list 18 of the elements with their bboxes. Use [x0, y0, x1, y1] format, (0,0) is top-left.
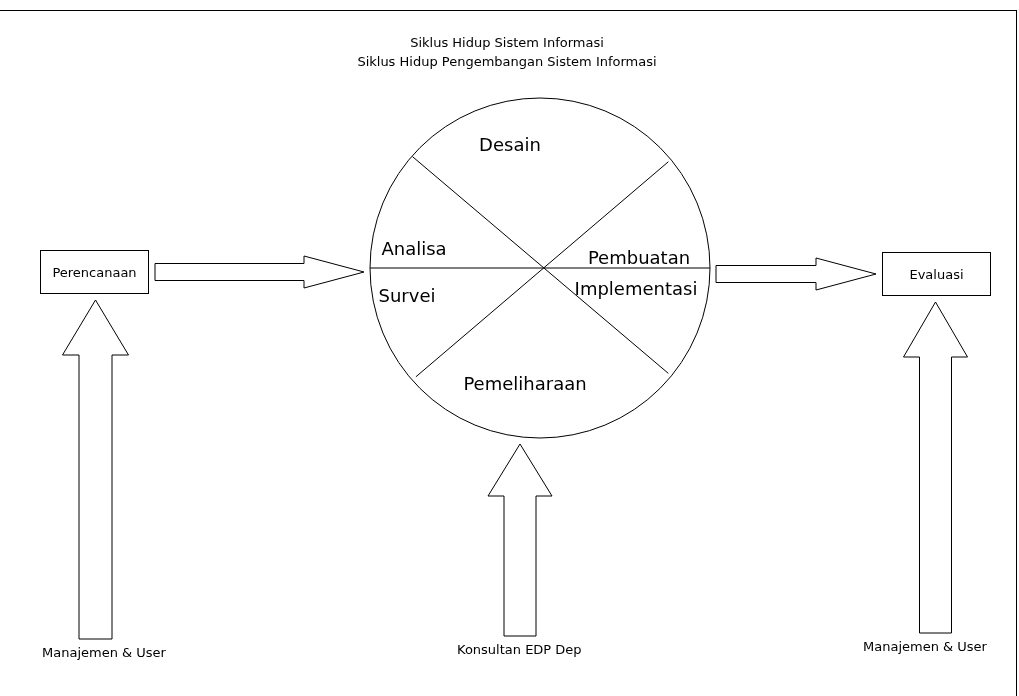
phase-label: Pemeliharaan — [463, 372, 587, 394]
block-arrow — [487, 443, 553, 637]
block-arrow — [715, 257, 877, 291]
phase-label: Implementasi — [574, 277, 698, 299]
phase-label: Pembuatan — [587, 246, 691, 268]
role-label: Manajemen & User — [42, 645, 166, 660]
phase-label: Analisa — [381, 237, 447, 259]
subtitle: Siklus Hidup Pengembangan Sistem Informasi — [356, 54, 658, 69]
diagram-title: Siklus Hidup Sistem Informasi — [409, 35, 605, 50]
role-label: Manajemen & User — [863, 639, 987, 654]
process-box: Perencanaan — [40, 250, 149, 294]
block-arrow — [154, 255, 365, 289]
process-box: Evaluasi — [882, 252, 991, 296]
block-arrow — [62, 299, 129, 640]
role-label: Konsultan EDP Dep — [457, 642, 582, 657]
block-arrow — [903, 301, 968, 634]
phase-label: Survei — [378, 284, 436, 306]
phase-label: Desain — [479, 133, 541, 155]
